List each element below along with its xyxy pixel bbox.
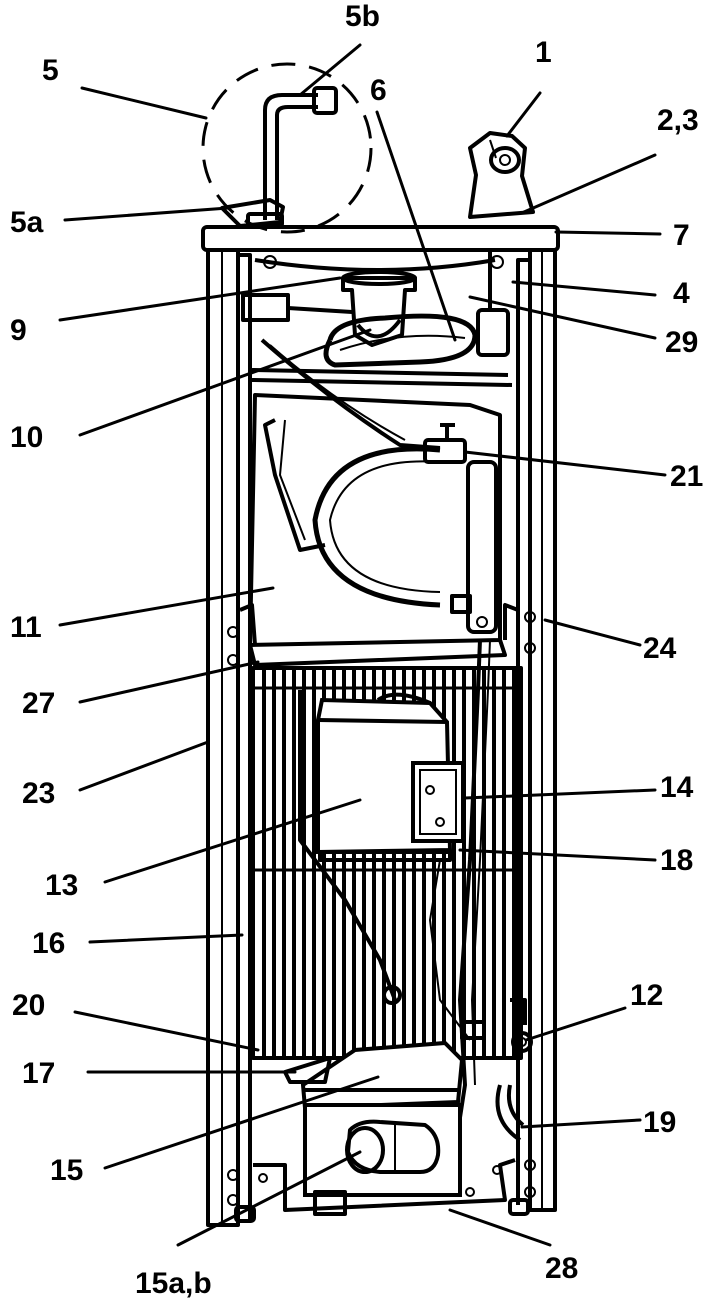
label-12: 12 <box>630 979 663 1012</box>
leader-lines <box>58 43 667 1247</box>
label-19: 19 <box>643 1106 676 1139</box>
compressor <box>253 1040 516 1216</box>
label-10: 10 <box>10 421 43 454</box>
label-24: 24 <box>643 632 677 665</box>
label-23: 23 <box>22 777 55 810</box>
label-4: 4 <box>673 277 690 310</box>
label-21: 21 <box>670 460 703 493</box>
glass-filler-detail <box>201 62 373 234</box>
cabinet-frame <box>201 225 560 1227</box>
service-fittings <box>495 998 533 1142</box>
label-9: 9 <box>10 314 27 347</box>
label-13: 13 <box>45 869 78 902</box>
label-20: 20 <box>12 989 45 1022</box>
cooling-tank <box>239 338 519 667</box>
bubbler <box>468 131 535 219</box>
label-2-3: 2,3 <box>657 104 699 137</box>
label-7: 7 <box>673 219 690 252</box>
label-15a-b: 15a,b <box>135 1267 212 1300</box>
upper-compartment <box>241 250 513 387</box>
label-28: 28 <box>545 1252 578 1285</box>
control-box <box>316 692 465 862</box>
label-29: 29 <box>665 326 698 359</box>
label-5b: 5b <box>345 0 380 33</box>
label-16: 16 <box>32 927 65 960</box>
part-labels: 5 5b 6 1 2,3 5a 7 4 9 29 10 21 11 24 27 … <box>10 0 703 1300</box>
label-27: 27 <box>22 687 55 720</box>
label-11: 11 <box>10 611 42 644</box>
label-5a: 5a <box>10 206 44 239</box>
label-17: 17 <box>22 1057 55 1090</box>
label-14: 14 <box>660 771 694 804</box>
label-15: 15 <box>50 1154 83 1187</box>
label-1: 1 <box>535 36 552 69</box>
label-5: 5 <box>42 54 59 87</box>
label-6: 6 <box>370 74 387 107</box>
label-18: 18 <box>660 844 693 877</box>
